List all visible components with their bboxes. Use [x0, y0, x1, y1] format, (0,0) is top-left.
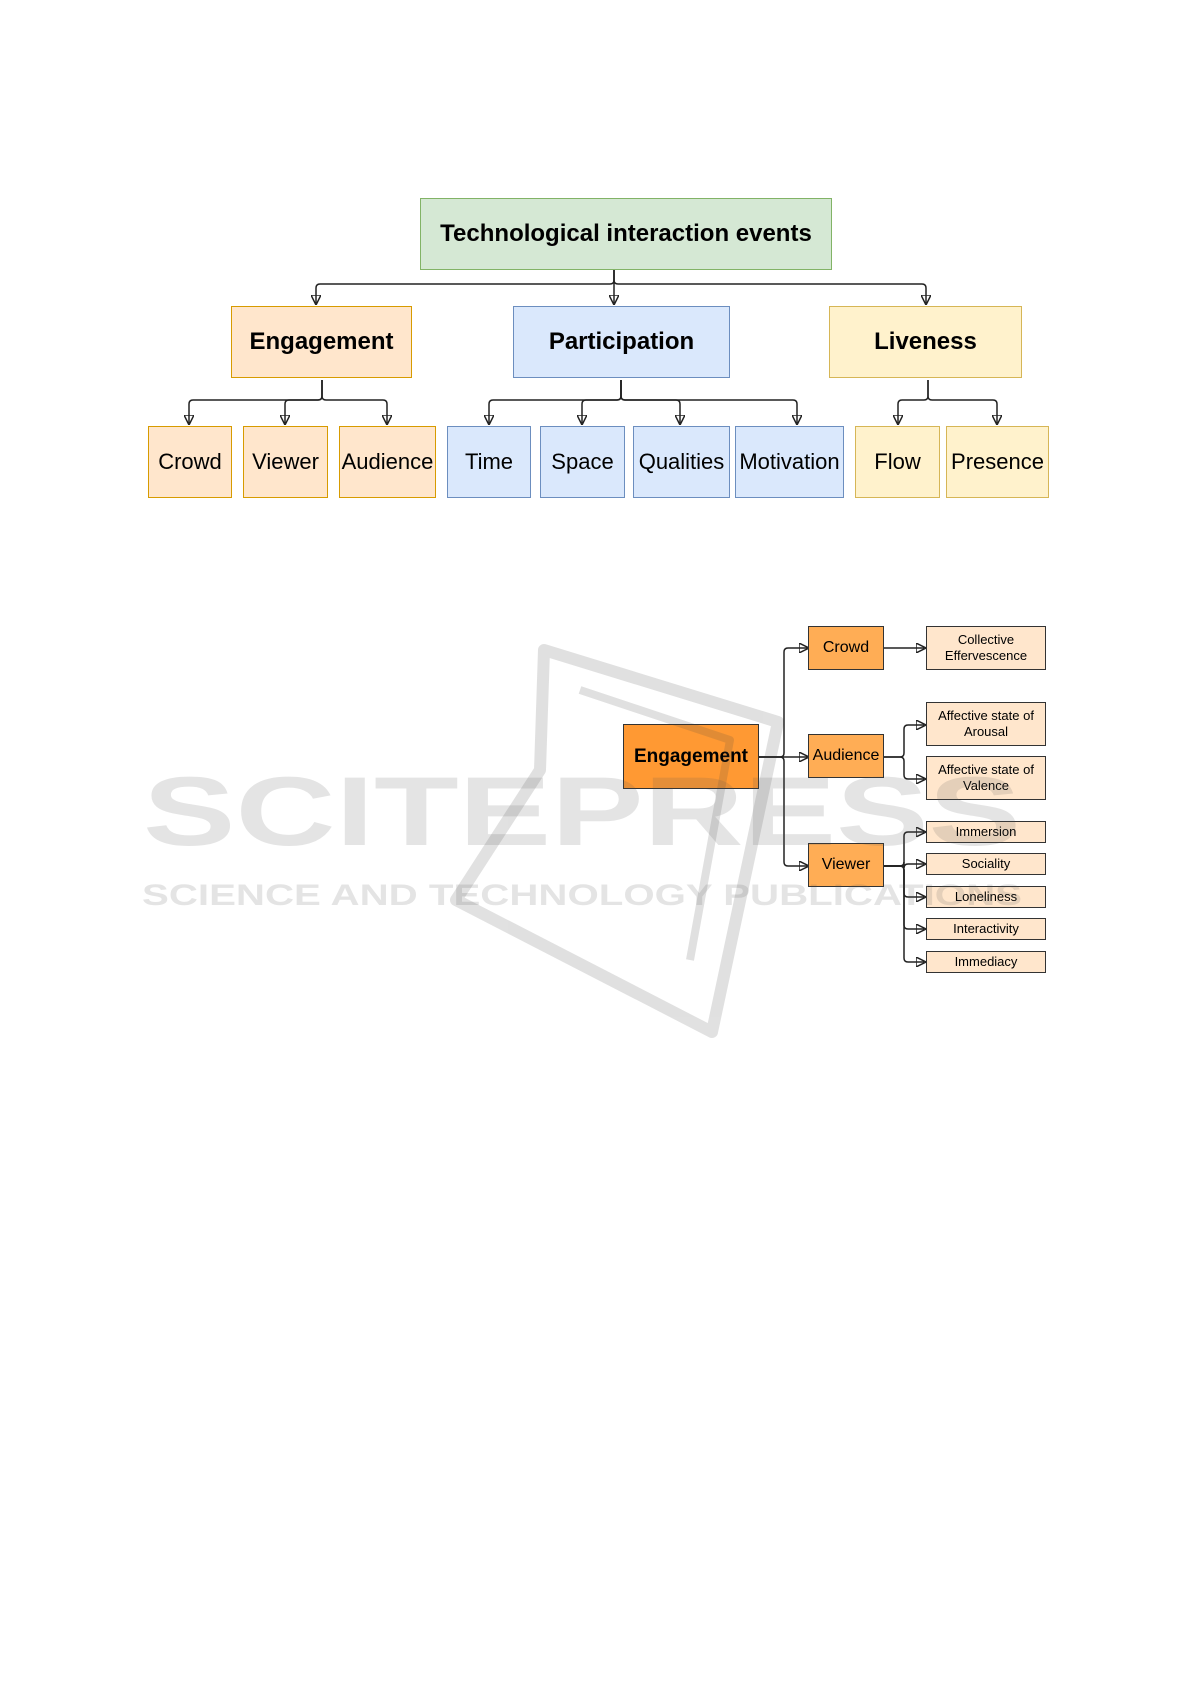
node-label: Technological interaction events: [440, 220, 812, 247]
node-label-line1: Affective state of: [938, 762, 1034, 777]
edge-root-engagement: [316, 270, 615, 303]
node-time: Time: [447, 426, 531, 498]
node-label-line2: Effervescence: [944, 648, 1028, 663]
edge-d2-viewer-immersion: [884, 832, 924, 867]
node-label-line2: Arousal: [963, 724, 1009, 739]
node-label-line1: Collective: [957, 632, 1015, 647]
edge-root-liveness: [613, 270, 926, 303]
node-label: Flow: [874, 449, 921, 474]
node-d2-viewer: Viewer: [808, 843, 884, 887]
node-flow: Flow: [855, 426, 940, 498]
edge-participation-qualities: [620, 380, 680, 423]
node-d2-affective-valence: Affective state of Valence: [926, 756, 1046, 800]
node-label: Sociality: [961, 856, 1011, 871]
node-d2-immediacy: Immediacy: [926, 951, 1046, 973]
edge-d2-engagement-viewer: [759, 756, 807, 866]
node-label-line2: Valence: [962, 778, 1009, 793]
edge-engagement-viewer: [285, 380, 323, 423]
node-d2-immersion: Immersion: [926, 821, 1046, 843]
node-label: Engagement: [249, 328, 394, 355]
node-d2-affective-arousal: Affective state of Arousal: [926, 702, 1046, 746]
node-audience: Audience: [339, 426, 436, 498]
edge-liveness-flow: [898, 380, 929, 423]
edge-participation-motivation: [620, 380, 797, 423]
node-label: Immediacy: [954, 954, 1018, 969]
node-label: Space: [551, 449, 614, 474]
node-d2-audience: Audience: [808, 734, 884, 778]
node-label: Motivation: [739, 449, 840, 474]
node-label: Immersion: [955, 824, 1017, 839]
node-d2-engagement: Engagement: [623, 724, 759, 789]
node-viewer: Viewer: [243, 426, 328, 498]
node-liveness: Liveness: [829, 306, 1022, 378]
node-d2-loneliness: Loneliness: [926, 886, 1046, 908]
node-technological-interaction-events: Technological interaction events: [420, 198, 832, 270]
edge-engagement-crowd: [189, 380, 323, 423]
node-label: Liveness: [874, 328, 977, 355]
node-label: Audience: [812, 747, 880, 764]
node-label: Audience: [341, 449, 434, 474]
edge-liveness-presence: [927, 380, 997, 423]
node-label: Participation: [548, 328, 695, 355]
node-label: Viewer: [252, 449, 319, 474]
node-crowd: Crowd: [148, 426, 232, 498]
node-d2-sociality: Sociality: [926, 853, 1046, 875]
edge-d2-audience-arousal: [884, 725, 924, 758]
node-label: Loneliness: [954, 889, 1018, 904]
node-label: Crowd: [158, 449, 222, 474]
node-label: Engagement: [633, 745, 749, 767]
node-d2-interactivity: Interactivity: [926, 918, 1046, 940]
node-label: Time: [464, 449, 514, 474]
node-presence: Presence: [946, 426, 1049, 498]
edge-participation-time: [489, 380, 622, 423]
node-participation: Participation: [513, 306, 730, 378]
node-label: Presence: [951, 449, 1044, 474]
edge-d2-audience-valence: [884, 756, 924, 779]
node-d2-crowd: Crowd: [808, 626, 884, 670]
node-d2-collective-effervescence: Collective Effervescence: [926, 626, 1046, 670]
node-label: Interactivity: [953, 921, 1019, 936]
node-label: Crowd: [822, 639, 870, 656]
node-label: Qualities: [638, 449, 725, 474]
edge-d2-viewer-immediacy: [884, 865, 924, 962]
node-qualities: Qualities: [633, 426, 730, 498]
node-space: Space: [540, 426, 625, 498]
edge-participation-space: [582, 380, 622, 423]
node-motivation: Motivation: [735, 426, 844, 498]
node-engagement: Engagement: [231, 306, 412, 378]
edge-d2-engagement-crowd: [759, 648, 807, 758]
node-label: Viewer: [821, 856, 871, 873]
edge-engagement-audience: [321, 380, 387, 423]
node-label-line1: Affective state of: [938, 708, 1034, 723]
